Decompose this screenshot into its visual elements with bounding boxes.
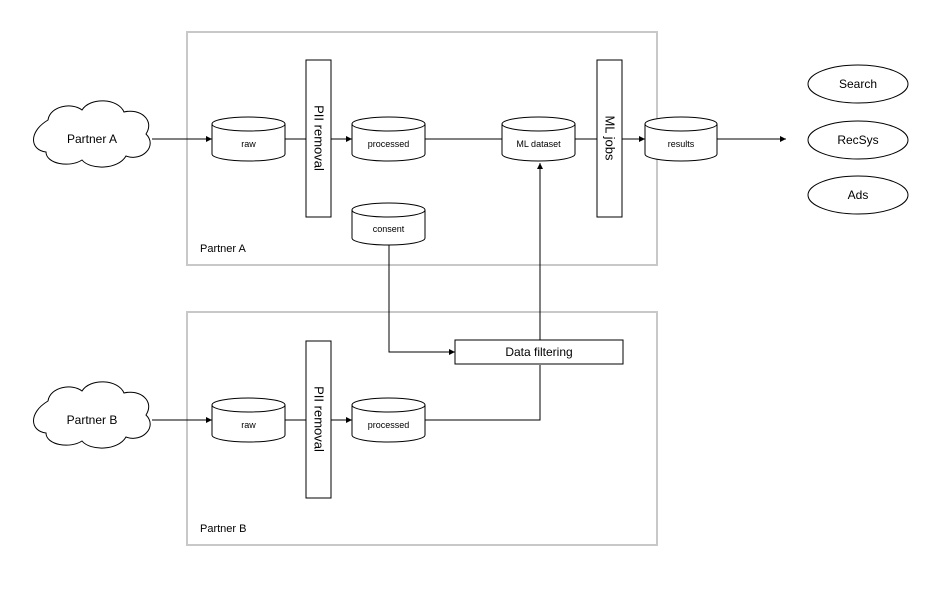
partner-b-zone: Partner B <box>186 311 658 546</box>
edge-processed-b-to-data-filtering <box>425 365 541 421</box>
partner-a-zone-label: Partner A <box>200 243 247 255</box>
partner-a-cloud-label: Partner A <box>67 132 117 146</box>
partner-b-cloud-label: Partner B <box>67 413 118 427</box>
partner-a-pii-removal-step: PII removal <box>305 59 332 218</box>
results-datastore: results <box>644 116 718 162</box>
connectors <box>152 136 786 423</box>
partner-a-raw-label: raw <box>241 139 256 149</box>
partner-a-cloud-icon: Partner A <box>33 100 151 168</box>
data-filtering-label: Data filtering <box>505 345 572 359</box>
partner-b-pii-removal-label: PII removal <box>312 386 327 452</box>
partner-b-raw-label: raw <box>241 420 256 430</box>
ml-jobs-step: ML jobs <box>596 59 623 218</box>
consumer-recsys: RecSys <box>807 120 909 160</box>
consumer-search-label: Search <box>839 77 877 91</box>
ml-dataset-datastore: ML dataset <box>501 116 576 162</box>
data-filtering-step: Data filtering <box>454 339 624 365</box>
partner-a-pii-removal-label: PII removal <box>312 105 327 171</box>
partner-b-zone-label: Partner B <box>200 523 246 535</box>
partner-b-cloud-icon: Partner B <box>33 381 151 449</box>
partner-b-raw-datastore: raw <box>211 397 286 443</box>
partner-b-processed-label: processed <box>368 420 410 430</box>
results-label: results <box>668 139 695 149</box>
partner-b-processed-datastore: processed <box>351 397 426 443</box>
partner-a-processed-datastore: processed <box>351 116 426 162</box>
partner-a-processed-label: processed <box>368 139 410 149</box>
consumer-recsys-label: RecSys <box>837 133 878 147</box>
edge-consent-to-data-filtering <box>388 245 455 355</box>
consumer-search: Search <box>807 64 909 104</box>
consumer-ads: Ads <box>807 175 909 215</box>
partner-a-raw-datastore: raw <box>211 116 286 162</box>
consent-datastore: consent <box>351 202 426 246</box>
partner-b-pii-removal-step: PII removal <box>305 340 332 499</box>
ml-dataset-label: ML dataset <box>516 139 561 149</box>
consumer-ads-label: Ads <box>848 188 869 202</box>
consent-label: consent <box>373 224 405 234</box>
ml-jobs-label: ML jobs <box>603 115 618 161</box>
